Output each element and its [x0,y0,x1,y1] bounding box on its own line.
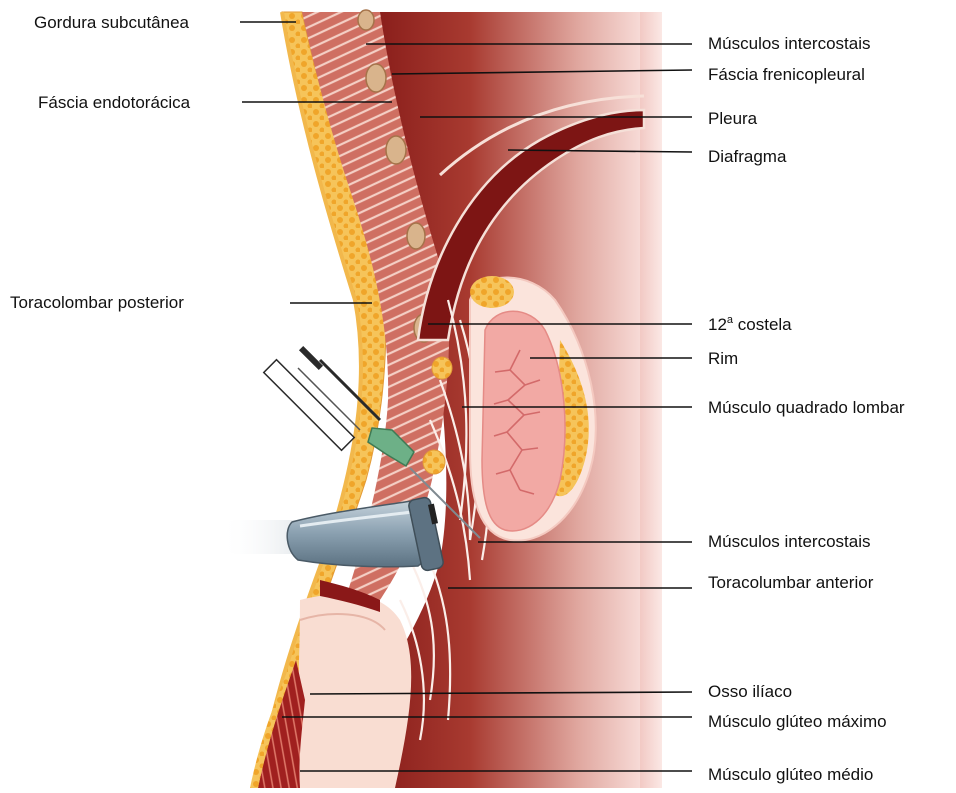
label-musculo-gluteo-medio: Músculo glúteo médio [708,765,873,784]
pelvic-region [297,580,411,788]
label-musculos-intercostais-bottom: Músculos intercostais [708,532,871,551]
label-osso-iliaco: Osso ilíaco [708,682,792,701]
label-rim: Rim [708,349,738,368]
label-gordura-subcutanea: Gordura subcutânea [34,13,190,32]
label-pleura: Pleura [708,109,758,128]
label-fascia-frenicopleural: Fáscia frenicopleural [708,65,865,84]
label-toracolombar-posterior: Toracolombar posterior [10,293,184,312]
label-musculo-quadrado-lombar: Músculo quadrado lombar [708,398,905,417]
label-musculos-intercostais-top: Músculos intercostais [708,34,871,53]
label-12-costela: 12a costela [708,314,792,334]
label-toracolumbar-anterior: Toracolumbar anterior [708,573,874,592]
label-musculo-gluteo-maximo: Músculo glúteo máximo [708,712,887,731]
label-fascia-endotoracica: Fáscia endotorácica [38,93,191,112]
ultrasound-probe [287,496,444,571]
label-diafragma: Diafragma [708,147,787,166]
